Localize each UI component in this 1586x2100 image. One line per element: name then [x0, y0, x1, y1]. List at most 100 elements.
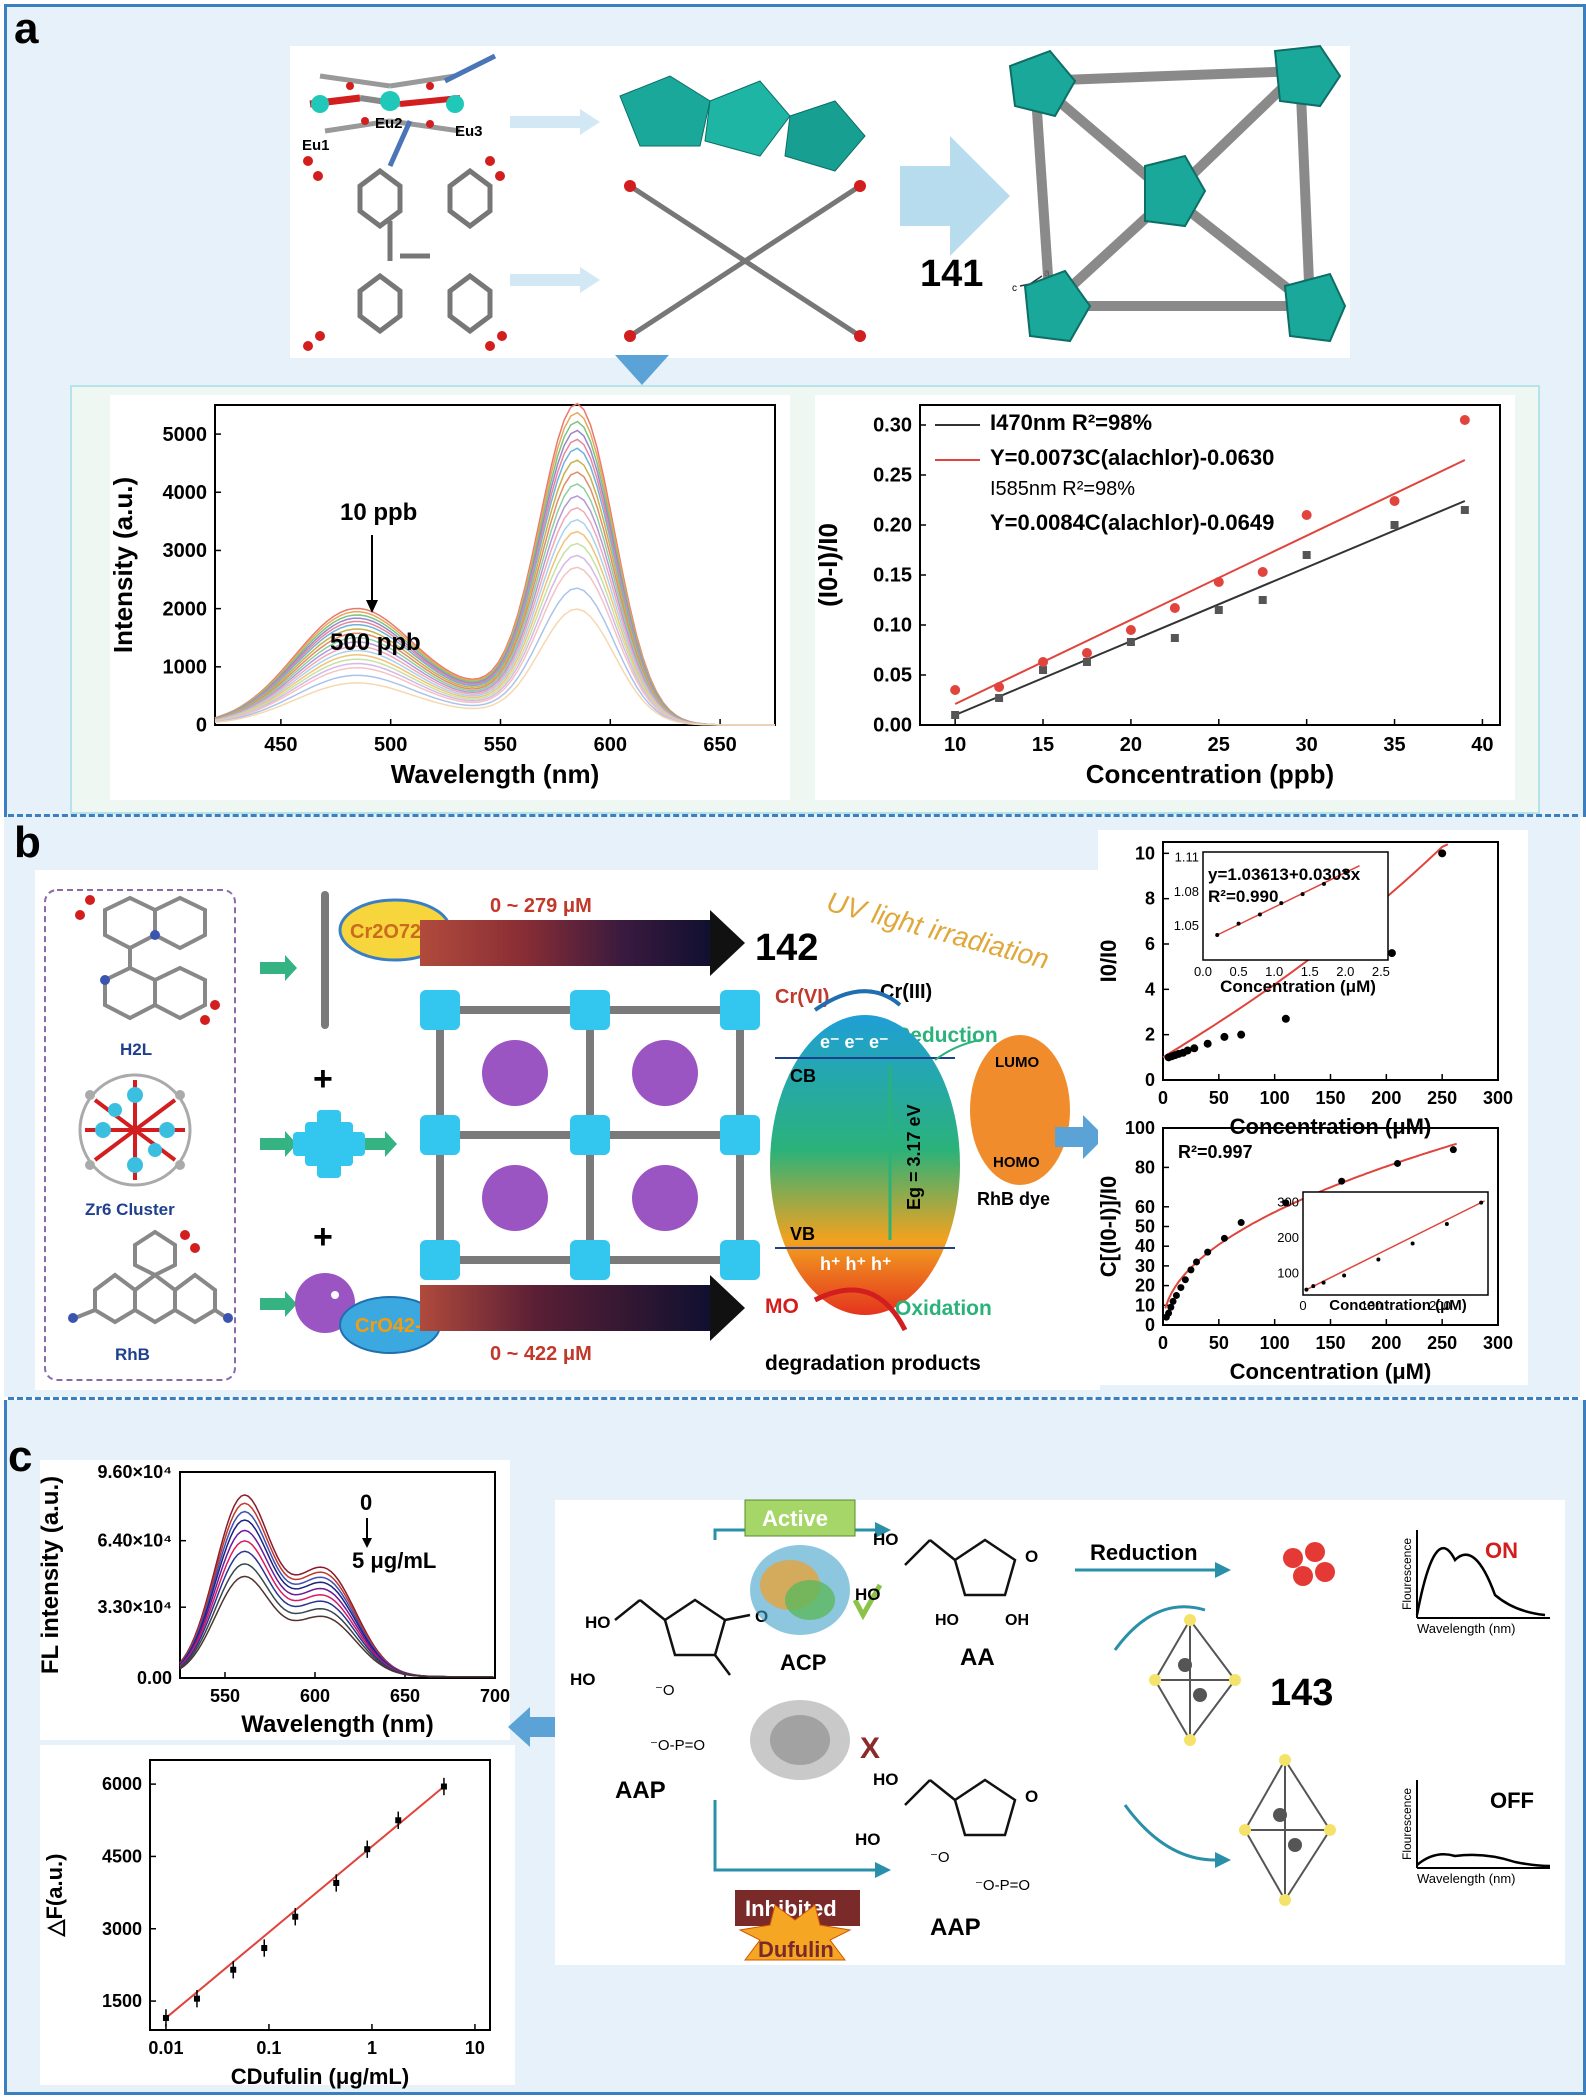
plot-frame: [214, 404, 776, 726]
x-axis-label: Wavelength (nm): [391, 759, 599, 789]
spectrum-line: [179, 1550, 494, 1678]
degradation-label: degradation products: [765, 1352, 981, 1375]
x-axis-label: CDufulin (μg/mL): [231, 2064, 409, 2089]
inset-x-label: Concentration (μM): [1329, 1297, 1467, 1314]
data-point: [1126, 638, 1135, 646]
y-tick-label: 0.30: [873, 415, 912, 437]
x-tick-label: 600: [594, 734, 627, 756]
eu-cluster-model: [309, 53, 497, 168]
reduction-arrow: [813, 989, 902, 1012]
data-point: [1282, 1199, 1290, 1207]
spectrum-line: [214, 608, 775, 726]
oxidation-label: Oxidation: [895, 1297, 992, 1320]
annotation-end: 500 ppb: [330, 629, 421, 656]
acp-protein-icon: [750, 1545, 850, 1635]
lumo-label: LUMO: [995, 1054, 1039, 1071]
color-strip-bottom: [420, 1285, 710, 1331]
x-tick-label: 150: [1315, 1333, 1345, 1353]
x-tick-label: 50: [1209, 1088, 1229, 1108]
octahedron-off: [1243, 1758, 1332, 1902]
x-tick-label: 0: [1158, 1333, 1168, 1353]
inset-data-point: [1311, 1284, 1316, 1289]
aa-ho1: HO: [873, 1530, 899, 1549]
check-icon: [852, 1583, 883, 1621]
x-tick-label: 200: [1371, 1088, 1401, 1108]
y-tick-label: 0: [1145, 1070, 1155, 1090]
x-tick-label: 1: [367, 2038, 377, 2058]
spectrum-line: [179, 1519, 494, 1678]
y-tick-label: 9.60×10⁴: [98, 1462, 172, 1482]
y-tick-label: 40: [1135, 1236, 1155, 1256]
inset-data-point: [1321, 881, 1326, 886]
y-tick-label: 2000: [163, 598, 208, 620]
y-tick-label: 0.00: [873, 715, 912, 737]
inset-y-tick-label: 1.08: [1174, 884, 1199, 899]
rhb-model: [69, 1229, 232, 1325]
x-tick-label: 50: [1209, 1333, 1229, 1353]
reduction-label-c: Reduction: [1090, 1540, 1198, 1565]
spectrum-line: [179, 1502, 494, 1678]
x-tick-label: 35: [1383, 734, 1405, 756]
x-tick-label: 450: [264, 734, 297, 756]
y-tick-label: 5000: [163, 424, 208, 446]
data-point: [1204, 1248, 1212, 1256]
aa-oh: OH: [1005, 1612, 1029, 1629]
data-point: [1081, 648, 1092, 658]
y-tick-label: 0: [196, 715, 207, 737]
y-tick-label: 30: [1135, 1256, 1155, 1276]
big-arrow-icon: [900, 136, 1010, 256]
data-point: [1459, 415, 1470, 425]
legend-entry: I585nm R²=98%: [990, 478, 1135, 500]
crvi-label: Cr(VI): [775, 986, 829, 1008]
y-tick-label: 10: [1135, 1295, 1155, 1315]
data-point: [162, 2014, 169, 2021]
y-tick-label: 50: [1135, 1217, 1155, 1237]
data-point: [1181, 1276, 1189, 1284]
polyhedra-chain: [619, 75, 866, 172]
phosphate: ⁻O-P=O: [650, 1737, 705, 1754]
data-point: [1177, 1284, 1185, 1292]
data-point: [292, 1913, 299, 1920]
compound-143: 143: [1270, 1672, 1333, 1714]
acp-inhibited-icon: [750, 1700, 850, 1780]
data-point: [440, 1783, 447, 1790]
x-tick-label: 0.01: [148, 2038, 183, 2058]
on-flour-y: Flourescence: [1400, 1538, 1414, 1610]
y-tick-label: 100: [1125, 1118, 1155, 1138]
inset-equation: y=1.03613+0.0303x: [1208, 865, 1361, 884]
panel-c-scheme: HO HO O ⁻O ⁻O-P=O AAP Active ACP X Inhib…: [555, 1499, 1565, 1965]
uv-label: UV light irradiation: [823, 886, 1052, 975]
x-tick-label: 0: [1158, 1088, 1168, 1108]
aap-phosphate: ⁻O-P=O: [975, 1877, 1030, 1894]
inset-fit-line: [1306, 1200, 1485, 1291]
x-tick-label: 250: [1427, 1088, 1457, 1108]
aa-ho2: HO: [855, 1585, 881, 1604]
inset-data-point: [1342, 1273, 1347, 1278]
panel-label-b: b: [14, 818, 41, 867]
data-point: [1187, 1266, 1195, 1274]
eu2-label: Eu2: [375, 115, 403, 132]
inset-y-tick-label: 1.11: [1175, 850, 1199, 865]
data-point: [1449, 1146, 1457, 1154]
x-axis-label: Wavelength (nm): [241, 1711, 433, 1738]
data-point: [1394, 1159, 1401, 1167]
y-tick-label: 0.20: [873, 515, 912, 537]
data-point: [1258, 596, 1267, 604]
data-point: [1257, 567, 1268, 577]
rhb-sphere-icon: [295, 1273, 355, 1333]
aa-ho3: HO: [935, 1612, 959, 1629]
y-tick-label: 4000: [163, 482, 208, 504]
framework-nodes: [1008, 44, 1347, 343]
carboxyl-groups: [303, 156, 507, 351]
y-tick-label: 4500: [102, 1846, 142, 1866]
off-flour-y: Flourescence: [1400, 1788, 1414, 1860]
plot-frame: [919, 404, 1501, 726]
x-tick-label: 10: [465, 2038, 485, 2058]
inset-x-label: Concentration (μM): [1220, 977, 1376, 996]
y-tick-label: 3.30×10⁴: [98, 1597, 172, 1617]
plus-2: +: [313, 1218, 333, 1256]
x-axis-label: Concentration (μM): [1230, 1114, 1432, 1139]
ho-1: HO: [585, 1613, 611, 1632]
